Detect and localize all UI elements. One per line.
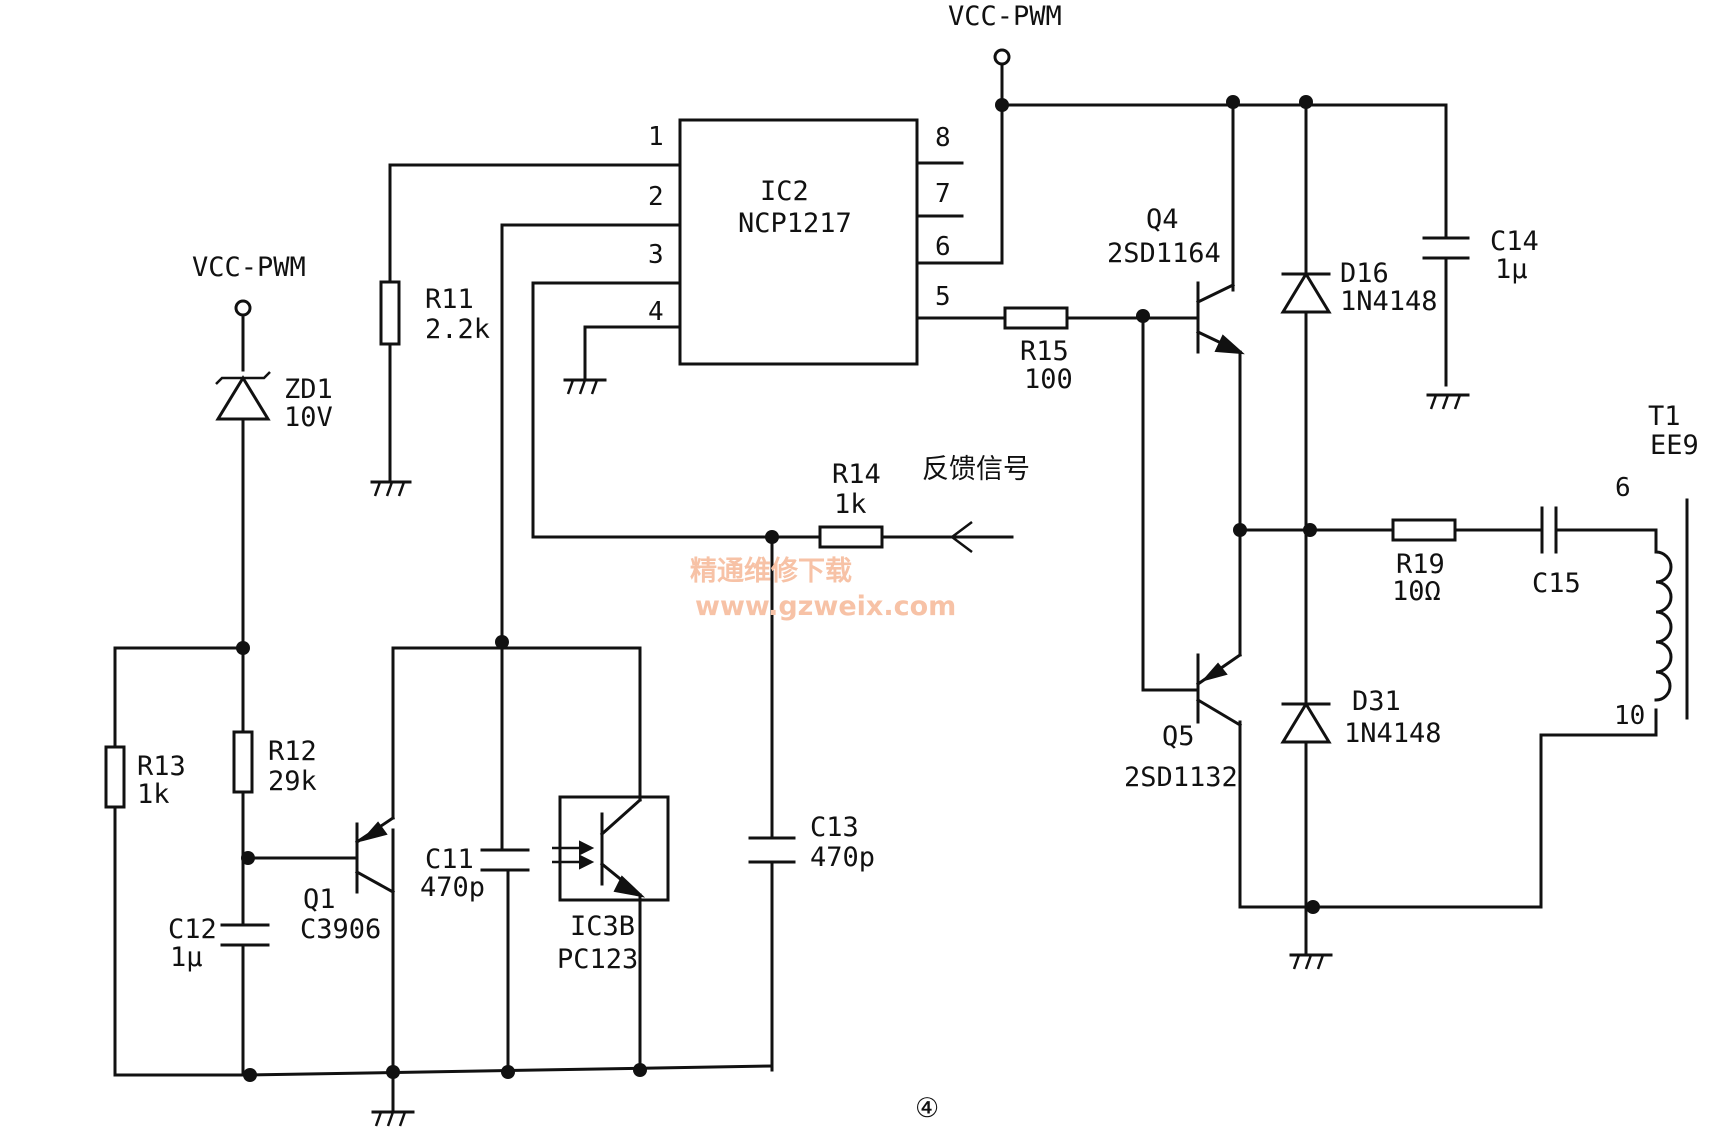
d31-part-label: 1N4148 [1344,718,1442,749]
r13-value-label: 1k [137,779,170,810]
ground-icon [370,480,412,497]
c14-ref-label: C14 [1490,226,1539,257]
ic2-ncp1217: IC2 NCP1217 1 2 3 4 5 6 7 8 [648,118,951,366]
c13-ref-label: C13 [810,812,859,843]
r11-value-label: 2.2k [425,314,490,345]
ic2-pin-6: 6 [935,232,951,262]
c11-value-label: 470p [420,872,485,903]
watermark: 精通维修下载 www.gzweix.com [690,556,956,622]
t1-core-label: EE9 [1650,430,1699,461]
ground-icon [1426,393,1470,410]
q1-transistor: Q1 C3906 [300,815,396,945]
ic3b-ref-label: IC3B [570,911,635,942]
ic2-ref-label: IC2 [760,176,809,207]
r12-value-label: 29k [268,766,317,797]
c15-capacitor: C15 [1532,506,1581,599]
ic2-pin-5: 5 [935,282,951,312]
ic2-pin-2: 2 [648,182,664,212]
zd1-value-label: 10V [284,402,333,433]
q5-ref-label: Q5 [1162,721,1195,752]
ground-icon [563,378,607,395]
vcc-pwm-top-terminal: VCC-PWM [948,1,1062,66]
q4-ref-label: Q4 [1146,204,1179,235]
d16-ref-label: D16 [1340,258,1389,289]
figure-number: ④ [915,1093,939,1124]
c12-ref-label: C12 [168,914,217,945]
q4-part-label: 2SD1164 [1107,238,1221,269]
zd1-zener-diode: ZD1 10V [215,371,333,433]
t1-pin-10: 10 [1614,701,1645,731]
ic3b-part-label: PC123 [557,944,638,975]
vcc-pwm-left-terminal: VCC-PWM [192,252,306,317]
r13-resistor: R13 1k [104,745,186,810]
figure-number-label: ④ [915,1093,939,1124]
c14-capacitor: C14 1μ [1422,226,1539,285]
feedback-signal: 反馈信号 [922,454,1030,553]
r15-value-label: 100 [1024,364,1073,395]
ic2-pin-1: 1 [648,122,664,152]
ic2-pin-8: 8 [935,123,951,153]
r19-ref-label: R19 [1396,549,1445,580]
feedback-label: 反馈信号 [922,454,1030,485]
zd1-ref-label: ZD1 [284,374,333,405]
r14-ref-label: R14 [832,459,881,490]
d16-diode: D16 1N4148 [1280,258,1438,317]
ground-icon [371,1110,415,1127]
c13-value-label: 470p [810,842,875,873]
r14-value-label: 1k [834,489,867,520]
t1-pin-6: 6 [1615,473,1631,503]
q5-transistor: Q5 2SD1132 [1124,652,1243,793]
r13-ref-label: R13 [137,751,186,782]
r15-resistor: R15 100 [1003,306,1073,395]
vcc-pwm-left-label: VCC-PWM [192,252,306,283]
t1-transformer: T1 EE9 6 10 [1614,401,1699,731]
c11-capacitor: C11 470p [420,844,530,903]
ic2-pin-4: 4 [648,297,664,327]
q1-ref-label: Q1 [303,884,336,915]
r14-resistor: R14 1k [818,459,884,549]
q1-part-label: C3906 [300,914,381,945]
watermark-title: 精通维修下载 [690,556,852,587]
vcc-pwm-top-label: VCC-PWM [948,1,1062,32]
r15-ref-label: R15 [1020,336,1069,367]
r11-resistor: R11 2.2k [379,280,490,346]
t1-ref-label: T1 [1648,401,1681,432]
r12-ref-label: R12 [268,736,317,767]
ground-icon [1289,953,1333,970]
ic2-part-label: NCP1217 [738,208,852,239]
watermark-url: www.gzweix.com [695,591,956,622]
c11-ref-label: C11 [425,844,474,875]
c14-value-label: 1μ [1495,254,1528,285]
wires [113,59,1658,1114]
d16-part-label: 1N4148 [1340,286,1438,317]
c13-capacitor: C13 470p [748,812,875,873]
r19-value-label: 10Ω [1392,576,1441,607]
ic2-pin-7: 7 [935,179,951,209]
q4-transistor: Q4 2SD1164 [1107,204,1245,355]
d31-ref-label: D31 [1352,686,1401,717]
d31-diode: D31 1N4148 [1280,686,1442,749]
ic3b-optocoupler: IC3B PC123 [552,795,670,975]
ground-symbols [370,378,1470,1127]
q5-part-label: 2SD1132 [1124,762,1238,793]
c12-value-label: 1μ [170,942,203,973]
c15-ref-label: C15 [1532,568,1581,599]
r19-resistor: R19 10Ω [1391,518,1457,607]
ic2-pin-3: 3 [648,240,664,270]
c12-capacitor: C12 1μ [168,914,270,973]
junctions [236,95,1320,1082]
r12-resistor: R12 29k [232,730,317,797]
r11-ref-label: R11 [425,284,474,315]
